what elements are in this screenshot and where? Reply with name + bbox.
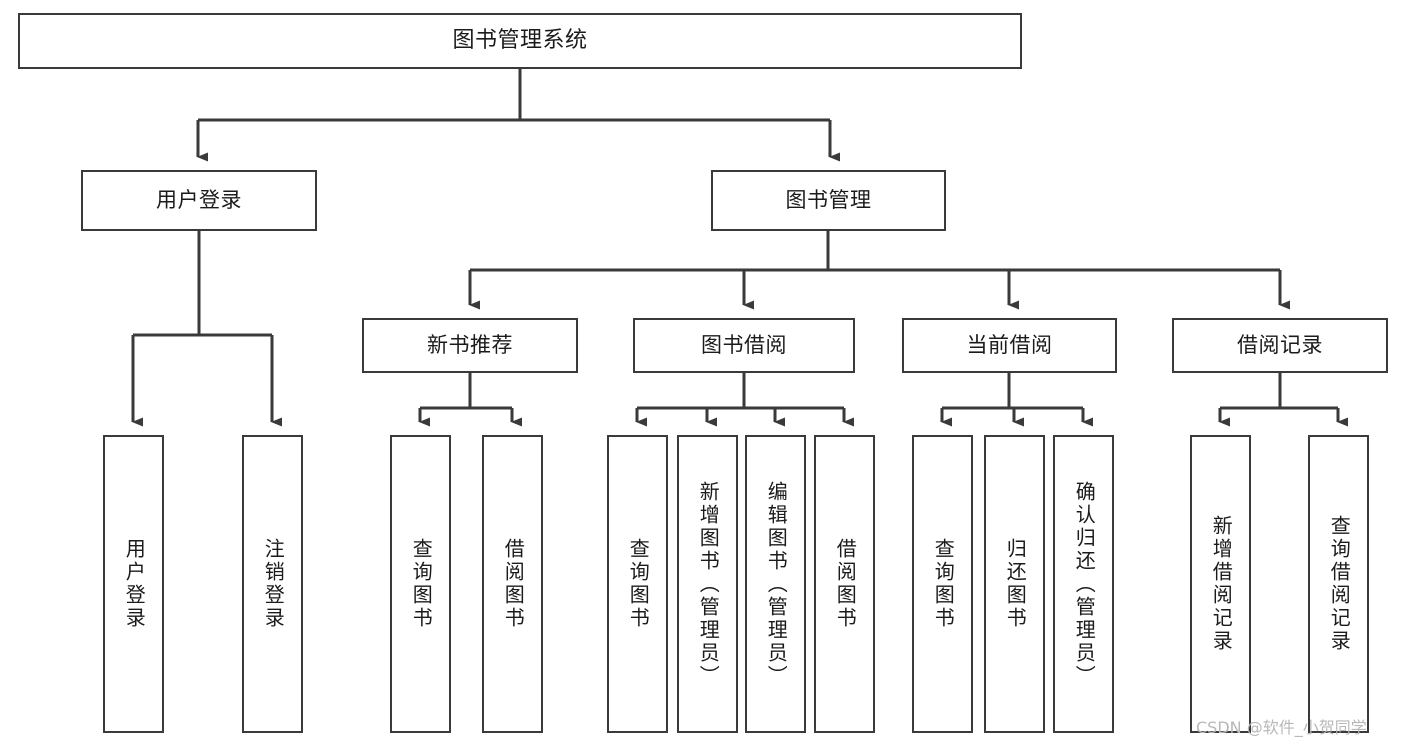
node-book-borrow-label: 图书借阅 xyxy=(701,333,787,358)
node-leaf-confirm-return[interactable]: 确认归还（管理员） xyxy=(1053,435,1114,733)
node-leaf-query-book-borrow-label: 查询图书 xyxy=(626,538,651,630)
node-user-login[interactable]: 用户登录 xyxy=(81,170,317,231)
node-book-manage[interactable]: 图书管理 xyxy=(711,170,946,231)
node-leaf-add-book[interactable]: 新增图书（管理员） xyxy=(677,435,738,733)
node-book-manage-label: 图书管理 xyxy=(785,188,872,213)
node-current-borrow[interactable]: 当前借阅 xyxy=(902,318,1117,373)
node-leaf-query-book-recommend-label: 查询图书 xyxy=(409,538,434,630)
node-current-borrow-label: 当前借阅 xyxy=(966,333,1053,358)
node-new-book-recommend-label: 新书推荐 xyxy=(427,333,513,358)
node-leaf-add-borrow-record-label: 新增借阅记录 xyxy=(1209,515,1234,653)
node-leaf-add-borrow-record[interactable]: 新增借阅记录 xyxy=(1190,435,1251,733)
csdn-watermark: CSDN @软件_小贺同学 xyxy=(1196,718,1367,737)
node-leaf-query-book-recommend[interactable]: 查询图书 xyxy=(390,435,451,733)
node-leaf-edit-book[interactable]: 编辑图书（管理员） xyxy=(745,435,806,733)
node-leaf-query-book-borrow[interactable]: 查询图书 xyxy=(607,435,668,733)
node-book-borrow[interactable]: 图书借阅 xyxy=(633,318,855,373)
node-root-label: 图书管理系统 xyxy=(452,28,588,54)
node-leaf-query-borrow-record[interactable]: 查询借阅记录 xyxy=(1308,435,1369,733)
node-leaf-borrow-book[interactable]: 借阅图书 xyxy=(814,435,875,733)
node-leaf-confirm-return-label: 确认归还（管理员） xyxy=(1072,480,1097,688)
node-leaf-return-book[interactable]: 归还图书 xyxy=(984,435,1045,733)
node-leaf-user-login-label: 用户登录 xyxy=(122,538,147,630)
node-leaf-borrow-book-label: 借阅图书 xyxy=(833,538,858,630)
node-new-book-recommend[interactable]: 新书推荐 xyxy=(362,318,578,373)
node-leaf-add-book-label: 新增图书（管理员） xyxy=(696,480,721,688)
node-leaf-logout-label: 注销登录 xyxy=(261,538,286,630)
node-borrow-record-label: 借阅记录 xyxy=(1237,333,1323,358)
node-borrow-record[interactable]: 借阅记录 xyxy=(1172,318,1388,373)
node-leaf-query-book-current[interactable]: 查询图书 xyxy=(912,435,973,733)
node-leaf-borrow-book-recommend[interactable]: 借阅图书 xyxy=(482,435,543,733)
node-leaf-edit-book-label: 编辑图书（管理员） xyxy=(764,480,789,688)
node-leaf-query-book-current-label: 查询图书 xyxy=(931,538,956,630)
node-leaf-return-book-label: 归还图书 xyxy=(1003,538,1028,630)
node-leaf-user-login[interactable]: 用户登录 xyxy=(103,435,164,733)
node-root[interactable]: 图书管理系统 xyxy=(18,13,1022,69)
node-leaf-query-borrow-record-label: 查询借阅记录 xyxy=(1327,515,1352,653)
node-user-login-label: 用户登录 xyxy=(156,188,242,213)
node-leaf-borrow-book-recommend-label: 借阅图书 xyxy=(501,538,526,630)
node-leaf-logout[interactable]: 注销登录 xyxy=(242,435,303,733)
